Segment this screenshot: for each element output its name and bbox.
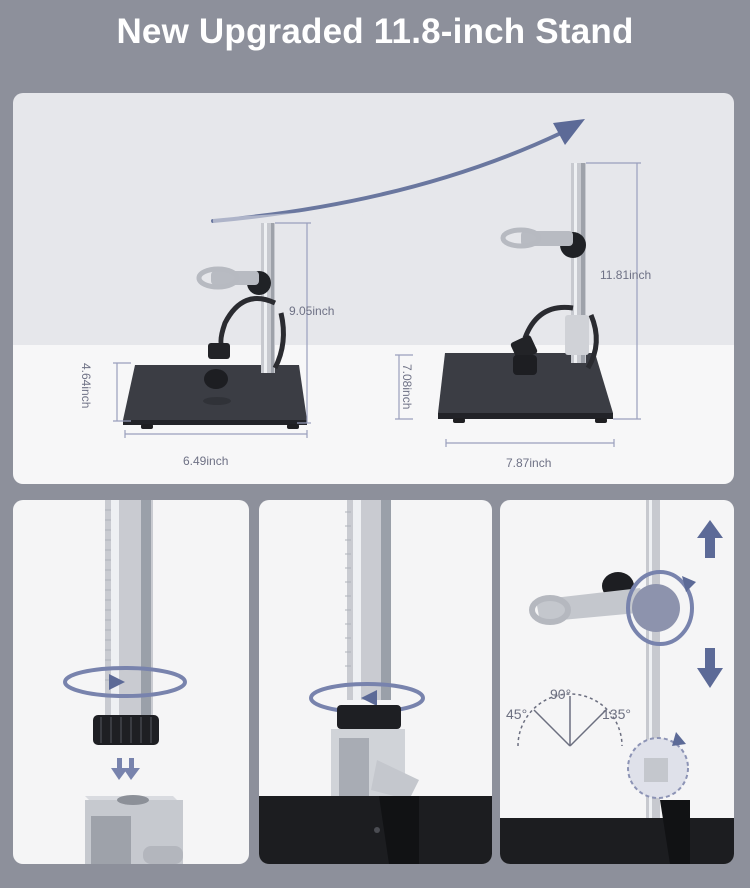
large-stand-width-label: 7.87inch: [506, 456, 552, 470]
page-title: New Upgraded 11.8-inch Stand: [116, 12, 634, 51]
press-down-arrows-icon: [111, 758, 140, 780]
small-stand-height-label: 9.05inch: [289, 304, 335, 318]
large-stand-height-label: 11.81inch: [600, 268, 652, 282]
small-stand-illustration: [123, 223, 307, 429]
angle-fan-icon: [517, 693, 623, 747]
small-stand-depth-label: 4.64inch: [79, 363, 93, 409]
small-stand-width-label: 6.49inch: [183, 454, 229, 468]
large-stand-illustration: [438, 163, 613, 423]
detail-panel-knob: [13, 500, 249, 864]
angle-label-45: 45°: [506, 706, 528, 722]
growth-arrow-icon: [211, 119, 585, 224]
rotate-arrow-icon: [63, 666, 187, 698]
large-stand-depth-label: 7.08inch: [400, 364, 414, 410]
up-arrow-icon: [697, 520, 723, 558]
down-arrow-icon: [697, 648, 723, 688]
comparison-panel: 9.05inch 4.64inch 6.49inch 11.81inch 7.0…: [13, 93, 734, 484]
detail-panel-lock: [259, 500, 492, 864]
angle-label-135: 135°: [602, 706, 631, 722]
angle-label-90: 90°: [550, 686, 572, 702]
detail-panel-angle: 45° 90° 135°: [500, 500, 734, 864]
